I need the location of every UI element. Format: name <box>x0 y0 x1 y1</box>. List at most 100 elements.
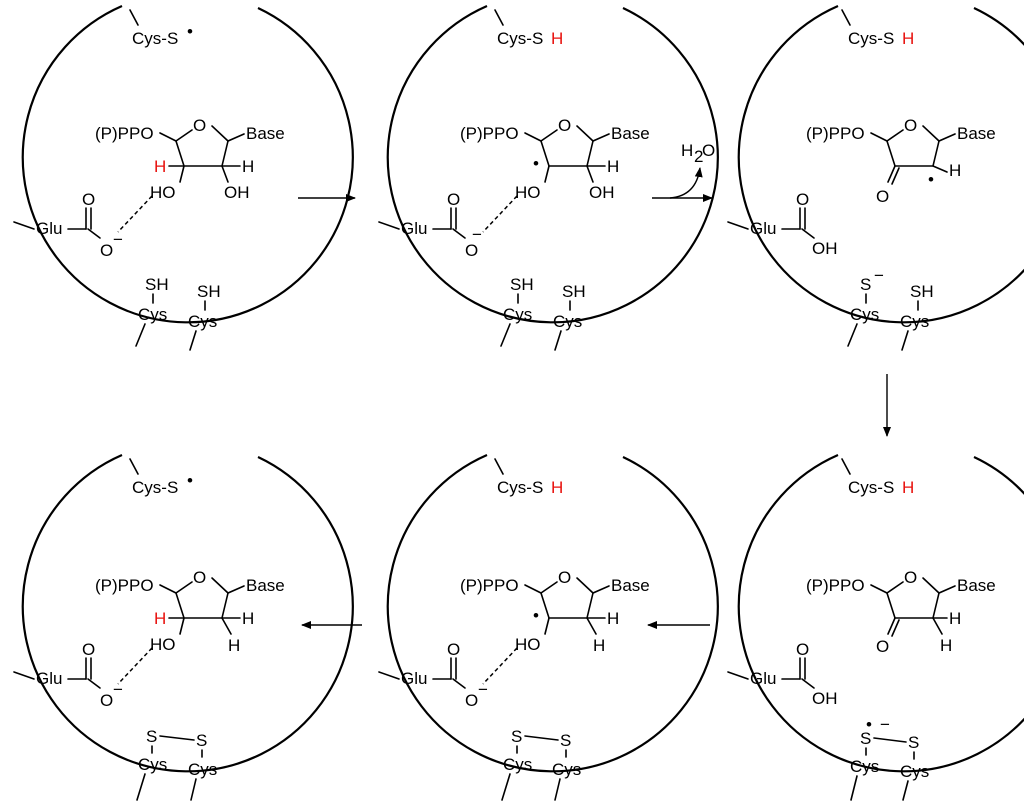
pppo-label: (P)PPO <box>806 124 865 143</box>
c3-hydroxyl: HO <box>515 635 541 654</box>
carboxylic-acid-oh: OH <box>812 689 838 708</box>
cys-s-label: Cys-S <box>848 29 894 48</box>
negative-charge: − <box>113 680 123 699</box>
carboxylic-acid-oh: OH <box>812 239 838 258</box>
panel-3-ketyl-radical: Cys-S H (P)PPO O Base O • H Glu O OH S −… <box>727 4 1024 351</box>
thiolate-s: S <box>860 275 871 294</box>
cys2-label: Cys <box>188 312 217 331</box>
base-label: Base <box>611 124 650 143</box>
pppo-label: (P)PPO <box>460 576 519 595</box>
glu-label: Glu <box>36 669 62 688</box>
radical-dot: • <box>866 715 872 734</box>
cys2-label: Cys <box>553 312 582 331</box>
panel-2-c3-radical: Cys-S H (P)PPO O Base • H HO OH Glu O O … <box>378 4 719 351</box>
abstracted-hydrogen: H <box>154 157 166 176</box>
cys2-sh: SH <box>910 282 934 301</box>
radical-dot: • <box>187 471 193 490</box>
negative-charge: − <box>113 230 123 249</box>
panel-5-c3-radical-disulfide: Cys-S H (P)PPO O Base • H H HO Glu O O −… <box>378 453 719 801</box>
glu-label: Glu <box>750 669 776 688</box>
pppo-label: (P)PPO <box>95 124 154 143</box>
disulfide-s1: S <box>146 727 157 746</box>
ring-oxygen: O <box>904 568 917 587</box>
transferred-hydrogen: H <box>902 478 914 497</box>
c3-hydroxyl: HO <box>150 635 176 654</box>
cys1-label: Cys <box>138 755 167 774</box>
panel-6-deoxyribonucleotide: Cys-S • (P)PPO O Base H H H HO Glu O O −… <box>13 453 354 801</box>
panel-1-thiyl-radical: Cys-S • (P)PPO O Base H H HO OH Glu O O … <box>13 4 354 351</box>
negative-charge: − <box>472 225 482 244</box>
cys2-label: Cys <box>900 762 929 781</box>
negative-charge: − <box>478 680 488 699</box>
carbonyl-oxygen: O <box>796 640 809 659</box>
base-label: Base <box>611 576 650 595</box>
cys1-label: Cys <box>503 755 532 774</box>
base-label: Base <box>246 124 285 143</box>
carboxylate-oxygen: O <box>465 241 478 260</box>
pppo-label: (P)PPO <box>806 576 865 595</box>
ring-oxygen: O <box>558 568 571 587</box>
reaction-arrow-2: H 2 O <box>652 141 715 202</box>
pppo-label: (P)PPO <box>460 124 519 143</box>
glu-label: Glu <box>36 219 62 238</box>
water-o: O <box>702 141 715 160</box>
carboxylate-oxygen: O <box>465 691 478 710</box>
carboxylate-oxygen: O <box>100 241 113 260</box>
ketone-oxygen: O <box>876 637 889 656</box>
disulfide-s2: S <box>908 733 919 752</box>
pppo-label: (P)PPO <box>95 576 154 595</box>
cys1-sh: SH <box>510 275 534 294</box>
transferred-hydrogen: H <box>902 29 914 48</box>
ketone-oxygen: O <box>876 187 889 206</box>
cys1-label: Cys <box>503 305 532 324</box>
cys-s-label: Cys-S <box>848 478 894 497</box>
cys-s-label: Cys-S <box>497 29 543 48</box>
water-h: H <box>681 141 693 160</box>
c3-hydroxyl: HO <box>515 183 541 202</box>
c2-hydrogen: H <box>949 161 961 180</box>
cys1-label: Cys <box>850 757 879 776</box>
disulfide-s2: S <box>196 731 207 750</box>
active-site-boundary <box>21 4 354 324</box>
ring-oxygen: O <box>558 116 571 135</box>
c2-hydrogen-b: H <box>228 636 240 655</box>
cys2-sh: SH <box>562 282 586 301</box>
cys-s-label: Cys-S <box>497 478 543 497</box>
carbonyl-oxygen: O <box>447 190 460 209</box>
panel-4-disulfide-anion-radical: Cys-S H (P)PPO O Base O H H Glu O OH • −… <box>727 453 1024 801</box>
glu-label: Glu <box>401 669 427 688</box>
base-label: Base <box>957 576 996 595</box>
c2-hydrogen-a: H <box>242 609 254 628</box>
carboxylate-oxygen: O <box>100 691 113 710</box>
carbonyl-oxygen: O <box>82 190 95 209</box>
cys2-label: Cys <box>900 312 929 331</box>
cys-s-label: Cys-S <box>132 478 178 497</box>
ring-oxygen: O <box>904 116 917 135</box>
c3-hydroxyl: HO <box>150 183 176 202</box>
base-label: Base <box>246 576 285 595</box>
cys1-label: Cys <box>850 305 879 324</box>
cys2-sh: SH <box>197 282 221 301</box>
c2-hydroxyl: OH <box>224 183 250 202</box>
cys-s-label: Cys-S <box>132 29 178 48</box>
carbonyl-oxygen: O <box>796 190 809 209</box>
cys1-label: Cys <box>138 305 167 324</box>
negative-charge: − <box>874 266 884 285</box>
c2-hydrogen-b: H <box>593 636 605 655</box>
disulfide-s2: S <box>560 731 571 750</box>
base-label: Base <box>957 124 996 143</box>
radical-dot: • <box>187 22 193 41</box>
c2-hydrogen-a: H <box>607 609 619 628</box>
glu-label: Glu <box>401 219 427 238</box>
carbonyl-oxygen: O <box>82 640 95 659</box>
radical-dot: • <box>928 170 934 189</box>
returned-hydrogen: H <box>154 609 166 628</box>
disulfide-s1: S <box>511 727 522 746</box>
transferred-hydrogen: H <box>551 29 563 48</box>
c2-hydrogen: H <box>607 157 619 176</box>
cys2-label: Cys <box>552 760 581 779</box>
cys2-label: Cys <box>188 760 217 779</box>
c2-hydrogen-a: H <box>949 609 961 628</box>
transferred-hydrogen: H <box>551 478 563 497</box>
c2-hydrogen: H <box>242 157 254 176</box>
